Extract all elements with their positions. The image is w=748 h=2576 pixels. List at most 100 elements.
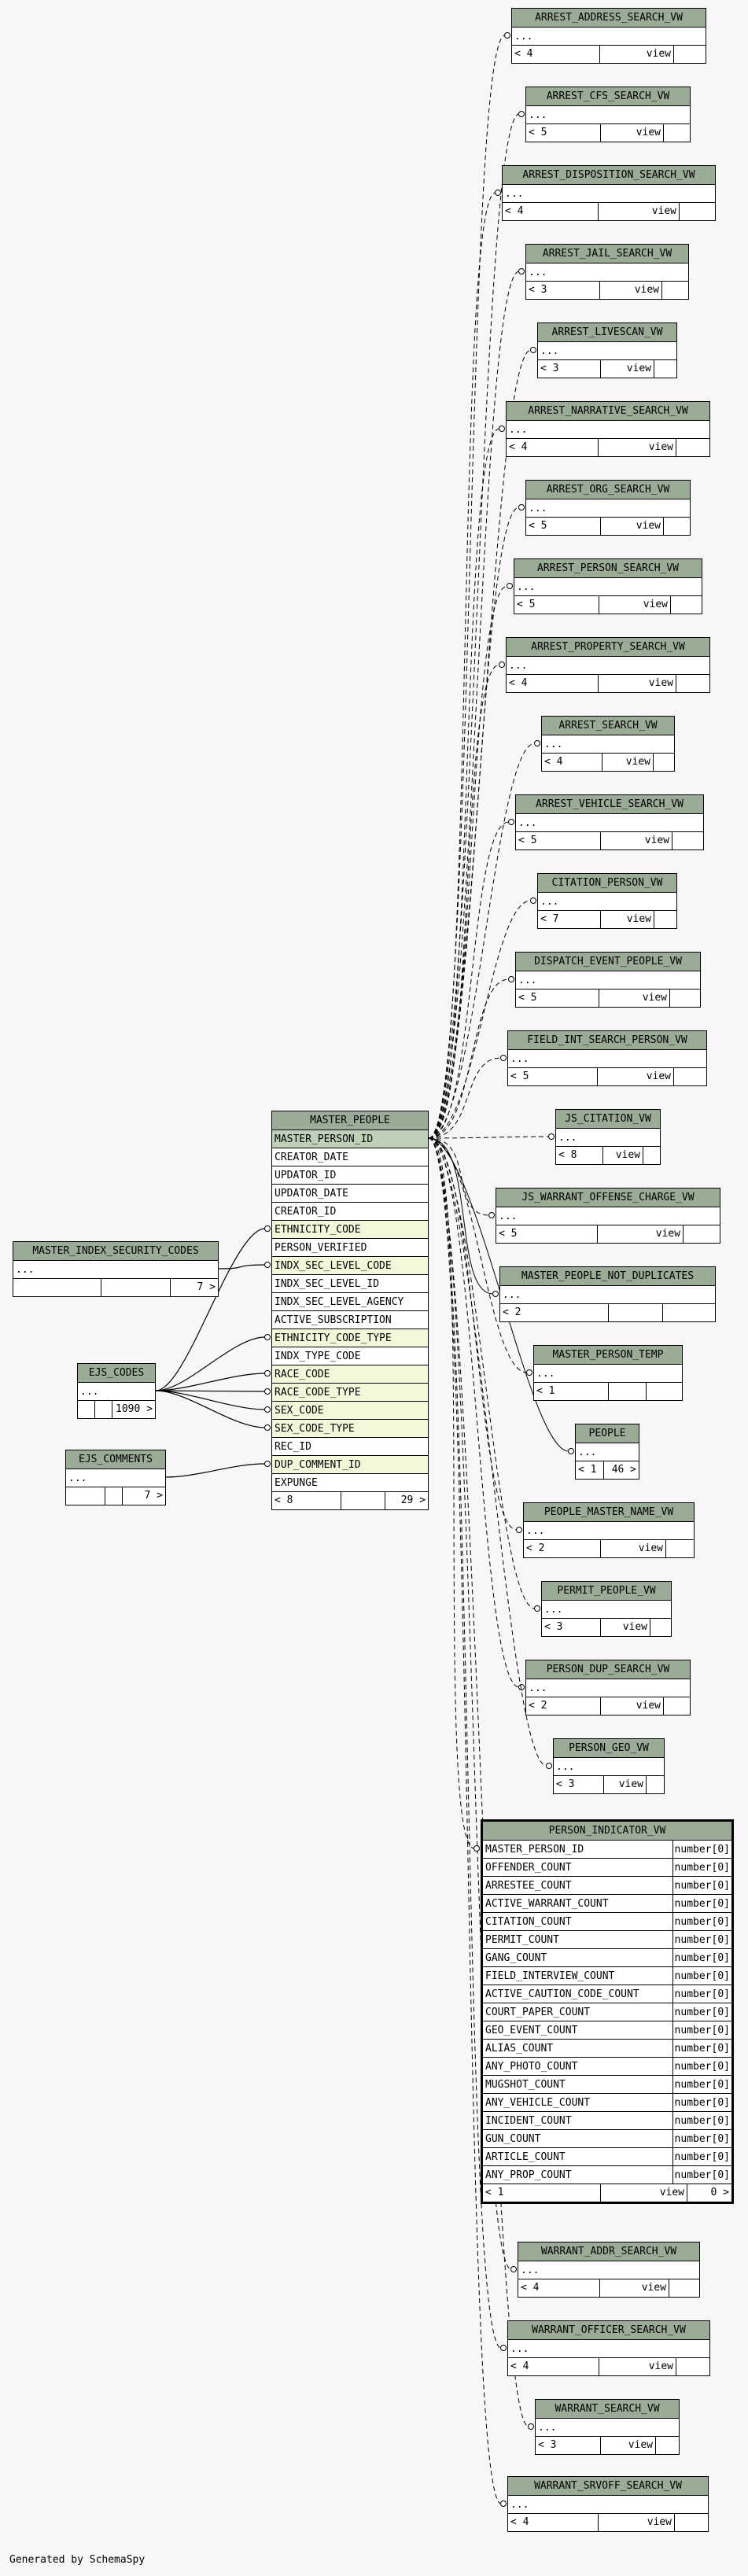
collapsed-columns[interactable]: ... <box>576 1443 639 1461</box>
column-ethnicity-code[interactable]: ETHNICITY_CODE <box>272 1221 428 1239</box>
collapsed-columns[interactable]: ... <box>66 1469 165 1487</box>
column-indx-sec-level-agency[interactable]: INDX_SEC_LEVEL_AGENCY <box>272 1293 428 1311</box>
column-race-code-type[interactable]: RACE_CODE_TYPE <box>272 1384 428 1402</box>
parent-count[interactable]: < 3 <box>554 1776 604 1793</box>
table-title[interactable]: PERSON_GEO_VW <box>554 1739 664 1758</box>
parent-count[interactable]: < 5 <box>516 832 601 849</box>
collapsed-columns[interactable]: ... <box>538 893 676 911</box>
table-master-people-not-duplicates[interactable]: MASTER_PEOPLE_NOT_DUPLICATES...< 2 <box>499 1266 716 1322</box>
table-title[interactable]: PEOPLE_MASTER_NAME_VW <box>524 1503 694 1522</box>
column-active-subscription[interactable]: ACTIVE_SUBSCRIPTION <box>272 1311 428 1329</box>
table-type-label[interactable]: view <box>600 46 674 63</box>
collapsed-columns[interactable]: ... <box>526 499 690 518</box>
table-title[interactable]: WARRANT_SEARCH_VW <box>536 2400 679 2419</box>
table-type-label[interactable]: view <box>601 2437 656 2454</box>
child-count[interactable]: 0 > <box>710 2187 729 2198</box>
table-title[interactable]: ARREST_DISPOSITION_SEARCH_VW <box>503 166 715 185</box>
child-count[interactable]: 29 > <box>400 1494 426 1506</box>
collapsed-columns[interactable]: ... <box>524 1522 694 1540</box>
table-title[interactable]: FIELD_INT_SEARCH_PERSON_VW <box>508 1031 706 1050</box>
table-title[interactable]: ARREST_JAIL_SEARCH_VW <box>526 245 688 263</box>
table-type-label[interactable]: view <box>599 203 680 220</box>
column-updator-id[interactable]: UPDATOR_ID <box>272 1166 428 1185</box>
table-type-label[interactable]: view <box>598 1068 674 1085</box>
table-master-index-security-codes[interactable]: MASTER_INDEX_SECURITY_CODES...7 > <box>13 1241 219 1297</box>
table-master-person-temp[interactable]: MASTER_PERSON_TEMP...< 1 <box>533 1345 683 1401</box>
collapsed-columns[interactable]: ... <box>534 1365 682 1383</box>
parent-count[interactable]: < 5 <box>516 989 599 1007</box>
collapsed-columns[interactable]: ... <box>538 342 676 360</box>
table-title[interactable]: ARREST_LIVESCAN_VW <box>538 323 676 342</box>
column-creator-id[interactable]: CREATOR_ID <box>272 1203 428 1221</box>
parent-count[interactable]: < 1 <box>534 1383 609 1400</box>
table-title[interactable]: WARRANT_SRVOFF_SEARCH_VW <box>508 2477 708 2496</box>
parent-count[interactable]: < 2 <box>524 1540 601 1557</box>
table-type-label[interactable]: view <box>599 675 676 692</box>
collapsed-columns[interactable]: ... <box>508 1050 706 1068</box>
table-title[interactable]: EJS_CODES <box>78 1364 155 1383</box>
collapsed-columns[interactable]: ... <box>13 1261 218 1279</box>
table-title[interactable]: MASTER_INDEX_SECURITY_CODES <box>13 1242 218 1261</box>
table-type-label[interactable]: view <box>599 2514 675 2531</box>
column-dup-comment-id[interactable]: DUP_COMMENT_ID <box>272 1456 428 1474</box>
collapsed-columns[interactable]: ... <box>516 814 703 832</box>
table-type-label[interactable]: view <box>601 1697 664 1715</box>
parent-count[interactable]: < 5 <box>526 518 601 535</box>
parent-count[interactable]: < 4 <box>507 439 599 456</box>
collapsed-columns[interactable]: ... <box>554 1758 664 1776</box>
parent-count[interactable]: < 4 <box>518 2279 600 2297</box>
table-type-label[interactable]: view <box>601 832 672 849</box>
parent-count[interactable]: < 4 <box>512 46 600 63</box>
collapsed-columns[interactable]: ... <box>508 2340 709 2358</box>
column-sex-code-type[interactable]: SEX_CODE_TYPE <box>272 1420 428 1438</box>
table-type-label[interactable]: view <box>601 518 664 535</box>
table-title[interactable]: ARREST_VEHICLE_SEARCH_VW <box>516 795 703 814</box>
column-ethnicity-code-type[interactable]: ETHNICITY_CODE_TYPE <box>272 1329 428 1347</box>
table-title[interactable]: ARREST_CFS_SEARCH_VW <box>526 87 690 106</box>
collapsed-columns[interactable]: ... <box>518 2261 699 2279</box>
parent-count[interactable]: < 5 <box>526 124 601 142</box>
child-count[interactable]: 1090 > <box>116 1403 153 1415</box>
table-type-label[interactable]: view <box>599 989 670 1007</box>
table-title[interactable]: DISPATCH_EVENT_PEOPLE_VW <box>516 953 700 971</box>
parent-count[interactable]: < 8 <box>556 1147 603 1164</box>
collapsed-columns[interactable]: ... <box>526 106 690 124</box>
parent-count[interactable]: < 1 <box>576 1461 604 1479</box>
column-indx-type-code[interactable]: INDX_TYPE_CODE <box>272 1347 428 1365</box>
table-title[interactable]: ARREST_PROPERTY_SEARCH_VW <box>507 638 709 657</box>
table-type-label[interactable]: view <box>599 2358 676 2375</box>
parent-count[interactable]: < 5 <box>496 1225 598 1243</box>
table-title[interactable]: PERSON_DUP_SEARCH_VW <box>526 1660 690 1679</box>
parent-count[interactable]: < 4 <box>508 2358 599 2375</box>
column-expunge[interactable]: EXPUNGE <box>272 1474 428 1492</box>
collapsed-columns[interactable]: ... <box>500 1286 715 1304</box>
collapsed-columns[interactable]: ... <box>507 421 709 439</box>
table-type-label[interactable]: view <box>600 2279 669 2297</box>
collapsed-columns[interactable]: ... <box>556 1129 660 1147</box>
